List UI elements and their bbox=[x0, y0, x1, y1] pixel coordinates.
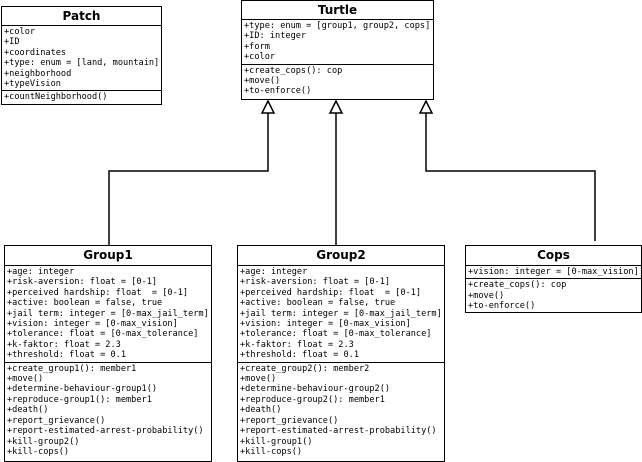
member-line: +active: boolean = false, true bbox=[240, 298, 396, 309]
member-line: +create_group1(): member1 bbox=[7, 363, 137, 374]
member-line: +threshold: float = 0.1 bbox=[7, 350, 126, 361]
member-line: +to-enforce() bbox=[468, 301, 536, 312]
class-group1[interactable]: Group1 +age: integer+risk-aversion: floa… bbox=[4, 245, 212, 462]
edge-group1-turtle bbox=[108, 113, 269, 245]
class-name: Group1 bbox=[5, 246, 211, 266]
member-line: +form bbox=[244, 41, 270, 52]
member-line: +k-faktor: float = 2.3 bbox=[240, 339, 354, 350]
class-cops[interactable]: Cops +vision: integer = [0-max_vision] +… bbox=[465, 245, 642, 313]
member-line: +move() bbox=[7, 374, 44, 385]
class-name: Group2 bbox=[238, 246, 444, 266]
member-line: +reproduce-group1(): member1 bbox=[7, 394, 152, 405]
member-line: +type: enum = [group1, group2, cops] bbox=[244, 21, 431, 31]
class-turtle[interactable]: Turtle +type: enum = [group1, group2, co… bbox=[241, 0, 434, 100]
attributes-section: +vision: integer = [0-max_vision] bbox=[466, 266, 641, 278]
member-line: +report_grievance() bbox=[7, 415, 106, 426]
attributes-section: +age: integer+risk-aversion: float = [0-… bbox=[238, 266, 444, 362]
generalization-arrowhead bbox=[328, 99, 344, 114]
member-line: +perceived hardship: float = [0-1] bbox=[240, 287, 422, 298]
member-line: +risk-aversion: float = [0-1] bbox=[240, 277, 391, 288]
member-line: +move() bbox=[240, 374, 277, 385]
member-line: +age: integer bbox=[240, 267, 308, 277]
member-line: +color bbox=[4, 27, 36, 37]
member-line: +reproduce-group2(): member1 bbox=[240, 394, 385, 405]
class-name: Turtle bbox=[242, 1, 433, 20]
member-line: +perceived hardship: float = [0-1] bbox=[7, 287, 189, 298]
member-line: +tolerance: float = [0-max_tolerance] bbox=[240, 329, 432, 340]
member-line: +move() bbox=[244, 76, 281, 87]
member-line: +threshold: float = 0.1 bbox=[240, 350, 359, 361]
member-line: +typeVision bbox=[4, 79, 61, 90]
member-line: +death() bbox=[7, 405, 49, 416]
member-line: +type: enum = [land, mountain] bbox=[4, 58, 160, 69]
edge-cops-turtle bbox=[425, 113, 596, 241]
member-line: +active: boolean = false, true bbox=[7, 298, 163, 309]
methods-section: +create_cops(): cop+move()+to-enforce() bbox=[242, 63, 433, 98]
member-line: +coordinates bbox=[4, 47, 67, 58]
member-line: +create_group2(): member2 bbox=[240, 363, 370, 374]
member-line: +kill-group1() bbox=[240, 436, 313, 447]
member-line: +determine-behaviour-group1() bbox=[7, 384, 158, 395]
member-line: +determine-behaviour-group2() bbox=[240, 384, 391, 395]
member-line: +k-faktor: float = 2.3 bbox=[7, 339, 121, 350]
member-line: +report-estimated-arrest-probability() bbox=[7, 426, 204, 437]
member-line: +report_grievance() bbox=[240, 415, 339, 426]
member-line: +ID bbox=[4, 37, 20, 48]
member-line: +kill-group2() bbox=[7, 436, 80, 447]
member-line: +move() bbox=[468, 290, 505, 301]
member-line: +death() bbox=[240, 405, 282, 416]
member-line: +to-enforce() bbox=[244, 86, 312, 97]
member-line: +jail term: integer = [0-max_jail_term] bbox=[7, 308, 209, 319]
methods-section: +countNeighborhood() bbox=[2, 90, 161, 103]
member-line: +age: integer bbox=[7, 267, 75, 277]
methods-section: +create_group1(): member1+move()+determi… bbox=[5, 361, 211, 459]
generalization-arrowhead bbox=[260, 99, 276, 114]
member-line: +ID: integer bbox=[244, 31, 307, 42]
attributes-section: +color+ID+coordinates+type: enum = [land… bbox=[2, 26, 161, 90]
member-line: +vision: integer = [0-max_vision] bbox=[240, 319, 411, 330]
member-line: +vision: integer = [0-max_vision] bbox=[468, 267, 639, 277]
class-group2[interactable]: Group2 +age: integer+risk-aversion: floa… bbox=[237, 245, 445, 462]
member-line: +jail term: integer = [0-max_jail_term] bbox=[240, 308, 442, 319]
member-line: +tolerance: float = [0-max_tolerance] bbox=[7, 329, 199, 340]
class-name: Cops bbox=[466, 246, 641, 266]
class-patch[interactable]: Patch +color+ID+coordinates+type: enum =… bbox=[1, 6, 162, 105]
member-line: +kill-cops() bbox=[7, 446, 70, 457]
class-name: Patch bbox=[2, 7, 161, 26]
member-line: +report-estimated-arrest-probability() bbox=[240, 426, 437, 437]
methods-section: +create_group2(): member2+move()+determi… bbox=[238, 361, 444, 459]
member-line: +neighborhood bbox=[4, 68, 72, 79]
member-line: +vision: integer = [0-max_vision] bbox=[7, 319, 178, 330]
methods-section: +create_cops(): cop+move()+to-enforce() bbox=[466, 278, 641, 312]
member-line: +create_cops(): cop bbox=[244, 65, 343, 76]
member-line: +kill-cops() bbox=[240, 446, 303, 457]
attributes-section: +age: integer+risk-aversion: float = [0-… bbox=[5, 266, 211, 362]
member-line: +risk-aversion: float = [0-1] bbox=[7, 277, 158, 288]
generalization-arrowhead bbox=[418, 99, 434, 114]
member-line: +create_cops(): cop bbox=[468, 280, 567, 291]
member-line: +color bbox=[244, 52, 276, 63]
member-line: +countNeighborhood() bbox=[4, 92, 108, 103]
attributes-section: +type: enum = [group1, group2, cops]+ID:… bbox=[242, 20, 433, 64]
